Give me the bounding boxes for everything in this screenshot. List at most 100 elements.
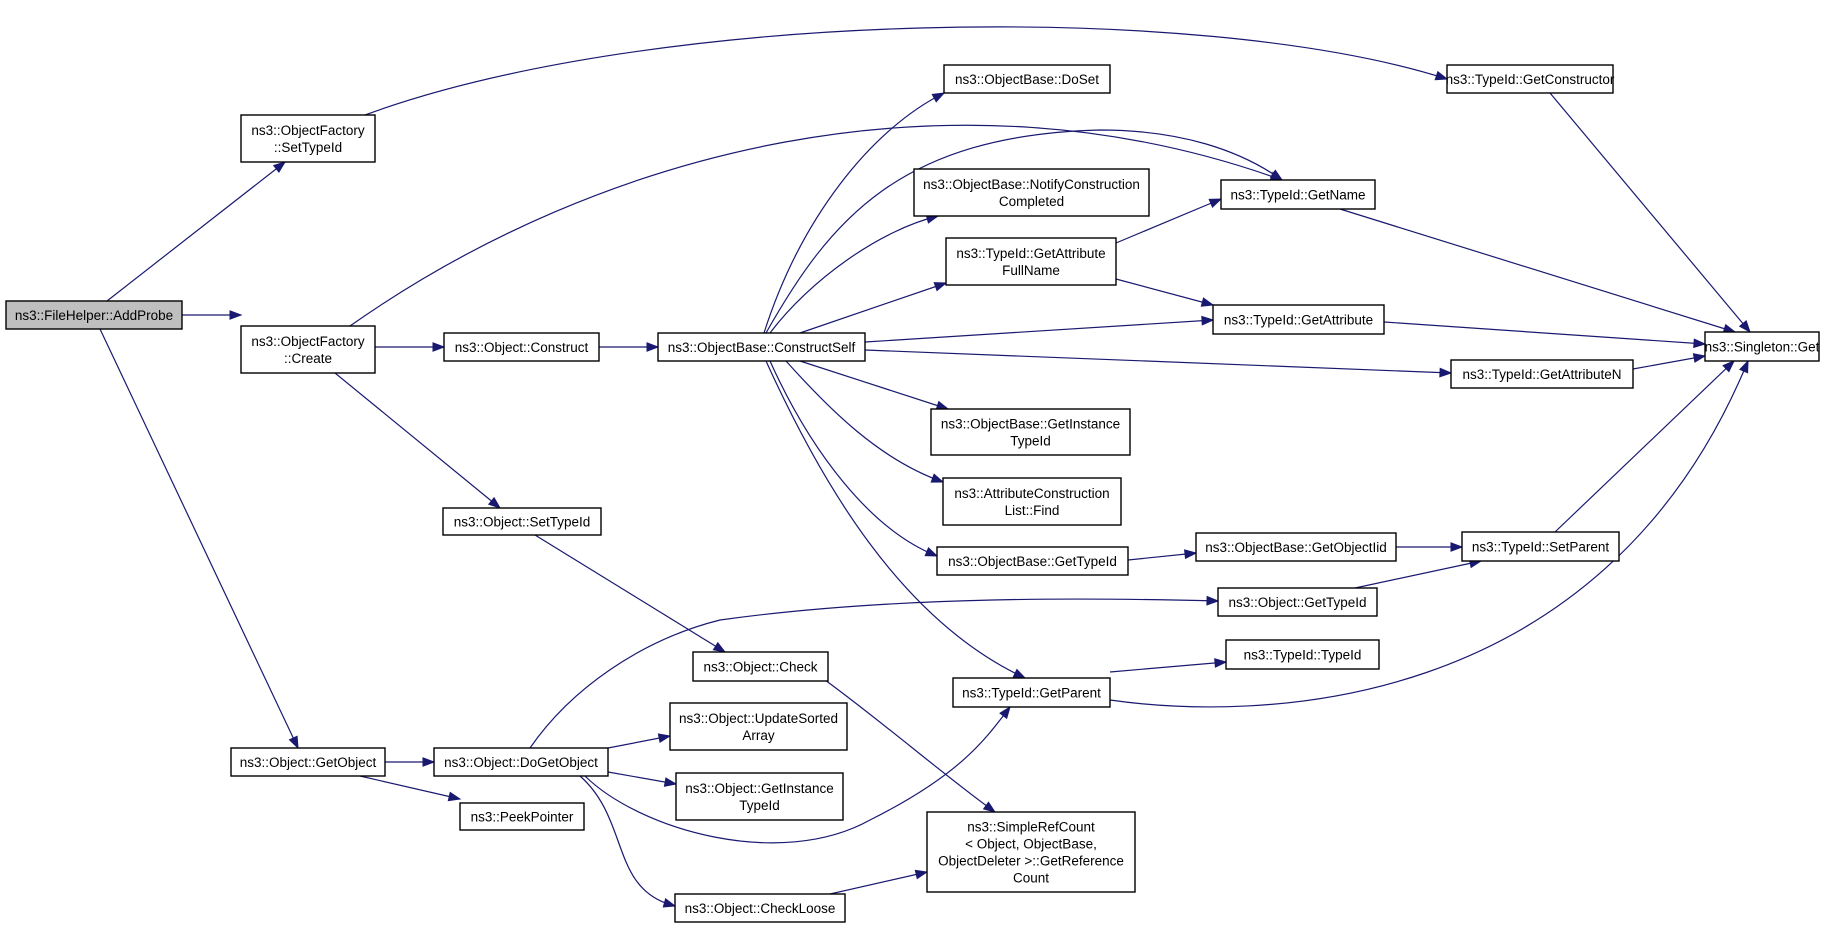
node-tid-setparent[interactable]: ns3::TypeId::SetParent xyxy=(1461,531,1620,562)
edge-obj-dogetobject-to-obj-getinstancetypeid xyxy=(607,771,678,787)
node-box xyxy=(692,651,829,682)
node-srefcount[interactable]: ns3::SimpleRefCount< Object, ObjectBase,… xyxy=(926,811,1136,893)
node-label: ns3::Object::Check xyxy=(703,660,817,675)
edge-arrowhead xyxy=(1434,70,1449,81)
node-label: Count xyxy=(1013,871,1049,886)
edge-arrowhead xyxy=(1450,542,1464,552)
node-label: ns3::TypeId::GetName xyxy=(1230,188,1365,203)
node-label: ns3::TypeId::SetParent xyxy=(1472,540,1610,555)
edge-line xyxy=(584,706,1011,844)
node-label: ns3::Object::DoGetObject xyxy=(444,755,598,770)
node-obj-check[interactable]: ns3::Object::Check xyxy=(692,651,829,682)
node-tid-typeid[interactable]: ns3::TypeId::TypeId xyxy=(1225,639,1380,670)
node-tid-getparent[interactable]: ns3::TypeId::GetParent xyxy=(952,677,1111,708)
edge-ob-constructself-to-tid-getname xyxy=(765,129,1284,334)
node-obj-dogetobject[interactable]: ns3::Object::DoGetObject xyxy=(433,747,609,777)
node-label: ns3::PeekPointer xyxy=(471,810,574,825)
node-of-create[interactable]: ns3::ObjectFactory::Create xyxy=(240,325,376,374)
edge-arrowhead xyxy=(1201,315,1215,326)
edge-line xyxy=(763,92,945,334)
node-singleton-get[interactable]: ns3::Singleton::Get xyxy=(1704,331,1820,362)
edge-arrowhead xyxy=(931,92,946,103)
edge-line xyxy=(769,215,939,334)
node-label: ns3::Object::GetObject xyxy=(240,755,377,770)
node-box xyxy=(230,747,386,777)
edge-tid-getparent-to-tid-typeid xyxy=(1109,658,1228,673)
edge-arrowhead xyxy=(646,342,660,352)
node-addprobe: ns3::FileHelper::AddProbe xyxy=(5,300,183,330)
edge-obj-check-to-srefcount xyxy=(824,679,997,813)
node-label: ns3::ObjectBase::GetObjectIid xyxy=(1205,540,1387,555)
node-obj-settypeid[interactable]: ns3::Object::SetTypeId xyxy=(442,507,602,536)
edge-ob-constructself-to-tid-getattribute xyxy=(864,315,1215,343)
node-of-settypeid[interactable]: ns3::ObjectFactory::SetTypeId xyxy=(240,114,376,163)
node-box xyxy=(952,677,1111,708)
node-obj-construct[interactable]: ns3::Object::Construct xyxy=(443,332,600,362)
edge-ob-constructself-to-ob-notify xyxy=(769,214,940,334)
edge-line xyxy=(824,679,996,813)
node-ob-constructself[interactable]: ns3::ObjectBase::ConstructSelf xyxy=(657,332,866,362)
edge-arrowhead xyxy=(1208,198,1223,208)
node-obj-getobject[interactable]: ns3::Object::GetObject xyxy=(230,747,386,777)
node-box xyxy=(942,477,1122,526)
node-box xyxy=(1195,532,1397,562)
edge-line xyxy=(1109,360,1749,708)
node-label: ns3::SimpleRefCount xyxy=(967,820,1095,835)
edge-arrowhead xyxy=(487,496,502,509)
edge-line xyxy=(785,360,944,483)
node-box xyxy=(943,64,1111,94)
edge-line xyxy=(864,349,1452,374)
node-tid-getattributen[interactable]: ns3::TypeId::GetAttributeN xyxy=(1450,359,1634,389)
edge-tid-getattrfullname-to-tid-getname xyxy=(1115,198,1223,244)
edge-arrowhead xyxy=(712,641,727,653)
edge-of-create-to-tid-getname xyxy=(349,124,1284,327)
edge-line xyxy=(1115,278,1214,306)
node-label: ns3::TypeId::GetParent xyxy=(962,686,1101,701)
edge-line xyxy=(799,360,949,410)
node-label: ns3::FileHelper::AddProbe xyxy=(15,308,173,323)
edge-tid-getattribute-to-singleton-get xyxy=(1383,321,1707,349)
node-label: ns3::ObjectBase::GetTypeId xyxy=(948,554,1117,569)
function-nodes: ns3::FileHelper::AddProbens3::ObjectFact… xyxy=(5,64,1820,923)
node-box xyxy=(442,507,602,536)
node-box xyxy=(1450,359,1634,389)
node-box xyxy=(1217,587,1378,617)
node-obj-checkloose[interactable]: ns3::Object::CheckLoose xyxy=(674,893,846,923)
edge-ob-constructself-to-ob-gettypeid xyxy=(769,360,939,557)
edge-tid-getattributen-to-singleton-get xyxy=(1632,353,1707,370)
node-label: ns3::Object::CheckLoose xyxy=(685,901,836,916)
edge-obj-settypeid-to-obj-check xyxy=(534,534,727,653)
node-tid-getname[interactable]: ns3::TypeId::GetName xyxy=(1220,179,1376,210)
node-box xyxy=(913,168,1150,217)
node-ob-gettypeid[interactable]: ns3::ObjectBase::GetTypeId xyxy=(936,546,1129,576)
edge-arrowhead xyxy=(422,757,436,767)
edge-arrowhead xyxy=(1269,169,1284,181)
node-ob-getobjectiid[interactable]: ns3::ObjectBase::GetObjectIid xyxy=(1195,532,1397,562)
node-label: TypeId xyxy=(1010,434,1051,449)
node-label: ns3::Object::GetTypeId xyxy=(1228,595,1366,610)
node-label: ns3::TypeId::GetAttribute xyxy=(1224,313,1373,328)
edge-ob-constructself-to-tid-getattributen xyxy=(864,349,1453,378)
node-box xyxy=(5,300,183,330)
edge-arrowhead xyxy=(1184,549,1198,560)
node-tid-getattribute[interactable]: ns3::TypeId::GetAttribute xyxy=(1212,304,1385,335)
edge-arrowhead xyxy=(982,801,997,813)
node-ob-doset[interactable]: ns3::ObjectBase::DoSet xyxy=(943,64,1111,94)
node-box xyxy=(433,747,609,777)
node-peekpointer[interactable]: ns3::PeekPointer xyxy=(459,802,585,831)
node-label: List::Find xyxy=(1005,503,1060,518)
edge-arrowhead xyxy=(272,161,287,173)
node-label: < Object, ObjectBase, xyxy=(965,837,1097,852)
node-tid-getconstructor[interactable]: ns3::TypeId::GetConstructor xyxy=(1446,64,1615,94)
edge-obj-getobject-to-obj-dogetobject xyxy=(385,757,436,767)
edge-addprobe-to-of-create xyxy=(182,310,243,320)
node-ob-notify[interactable]: ns3::ObjectBase::NotifyConstructionCompl… xyxy=(913,168,1150,217)
node-obj-gettypeid[interactable]: ns3::Object::GetTypeId xyxy=(1217,587,1378,617)
edge-arrowhead xyxy=(1739,359,1749,374)
